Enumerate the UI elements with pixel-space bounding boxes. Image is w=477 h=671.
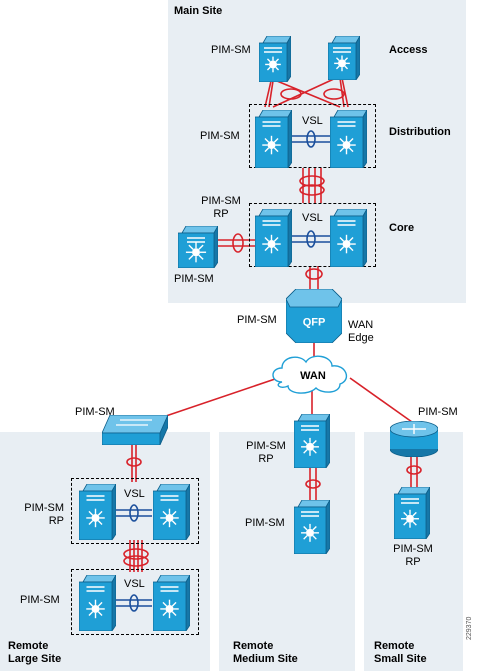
large-dist-vss-box	[71, 478, 199, 544]
small-bottom-pim-line1: PIM-SM	[393, 543, 433, 555]
core-vss-box	[249, 203, 376, 267]
workgroup-switch-icon	[101, 414, 169, 446]
large-dist-pim-line2: RP	[48, 515, 64, 527]
figure-id: 229370	[466, 616, 473, 640]
small-bottom-pim-line2: RP	[405, 556, 421, 568]
vsl-label-dist: VSL	[302, 115, 323, 127]
large-dist-pim-line1: PIM-SM	[24, 502, 64, 514]
large-access-switch-right	[152, 573, 191, 636]
large-site-pim-label: PIM-SM	[75, 406, 115, 418]
remote-medium-site-zone	[219, 432, 355, 671]
svg-text:QFP: QFP	[303, 317, 326, 329]
distribution-pim-label: PIM-SM	[200, 130, 240, 142]
small-router	[389, 420, 439, 462]
small-bottom-pim-label: PIM-SM RP	[389, 543, 437, 569]
vsl-label-core: VSL	[302, 212, 323, 224]
access-switch-right	[327, 34, 361, 85]
remote-medium-site-title: Remote Medium Site	[233, 640, 298, 666]
large-access-vss-box	[71, 569, 199, 635]
remote-large-site-title: Remote Large Site	[8, 640, 61, 666]
multilayer-switch-icon	[293, 498, 331, 556]
multilayer-switch-icon	[152, 482, 191, 542]
wan-edge-line2: Edge	[348, 332, 374, 344]
access-pim-label: PIM-SM	[211, 44, 251, 56]
remote-medium-line1: Remote	[233, 640, 274, 652]
multilayer-switch-icon	[254, 207, 293, 269]
small-switch	[393, 485, 431, 544]
medium-bottom-pim-label: PIM-SM	[245, 517, 285, 529]
wan-cloud: WAN	[270, 354, 356, 401]
multilayer-switch-icon	[177, 224, 219, 270]
multilayer-switch-icon	[78, 482, 117, 542]
vsl-label-large-dist: VSL	[124, 488, 145, 500]
core-switch-left	[254, 207, 293, 272]
distribution-vss-box	[249, 104, 376, 168]
multilayer-switch-icon	[329, 207, 368, 269]
remote-small-site-zone	[364, 432, 463, 671]
medium-top-pim-label: PIM-SM RP	[243, 440, 289, 466]
medium-top-pim-line2: RP	[258, 453, 274, 465]
core-pim-label: PIM-SM RP	[199, 195, 243, 221]
wan-edge-pim-label: PIM-SM	[237, 314, 277, 326]
multilayer-switch-icon	[152, 573, 191, 633]
large-dist-pim-label: PIM-SM RP	[18, 502, 64, 528]
multilayer-switch-icon	[329, 108, 368, 170]
router-icon	[389, 420, 439, 458]
large-access-switch-left	[78, 573, 117, 636]
remote-large-line2: Large Site	[8, 653, 62, 665]
multilayer-switch-icon	[327, 34, 361, 82]
medium-top-pim-line1: PIM-SM	[246, 440, 286, 452]
remote-large-site-zone	[0, 432, 210, 671]
remote-small-line1: Remote	[374, 640, 415, 652]
multilayer-switch-icon	[78, 573, 117, 633]
main-site-title: Main Site	[174, 5, 223, 17]
large-dist-switch-left	[78, 482, 117, 545]
distribution-layer-label: Distribution	[389, 126, 451, 138]
access-layer-label: Access	[389, 44, 428, 56]
wan-edge-label: WAN Edge	[348, 319, 374, 345]
multilayer-switch-icon	[254, 108, 293, 170]
core-side-pim-label: PIM-SM	[174, 273, 214, 285]
remote-large-line1: Remote	[8, 640, 49, 652]
large-access-pim-label: PIM-SM	[20, 594, 60, 606]
vsl-label-large-access: VSL	[124, 578, 145, 590]
qfp-router-icon: QFP	[285, 288, 343, 344]
small-site-pim-label: PIM-SM	[418, 406, 458, 418]
wan-cloud-icon: WAN	[272, 355, 348, 394]
core-side-switch	[177, 224, 219, 273]
medium-bottom-switch	[293, 498, 331, 559]
remote-medium-line2: Medium Site	[233, 653, 298, 665]
remote-small-site-title: Remote Small Site	[374, 640, 427, 666]
dist-switch-left	[254, 108, 293, 173]
large-site-wan-switch	[101, 414, 169, 450]
core-layer-label: Core	[389, 222, 415, 234]
large-dist-switch-right	[152, 482, 191, 545]
remote-small-line2: Small Site	[374, 653, 427, 665]
access-switch-left	[258, 34, 292, 87]
wan-edge-line1: WAN	[348, 319, 374, 331]
core-switch-right	[329, 207, 368, 272]
multilayer-switch-icon	[258, 34, 292, 84]
multilayer-switch-icon	[293, 412, 331, 470]
medium-top-switch	[293, 412, 331, 473]
dist-switch-right	[329, 108, 368, 173]
core-pim-line2: RP	[213, 208, 229, 220]
wan-cloud-label: WAN	[300, 370, 326, 382]
multilayer-switch-icon	[393, 485, 431, 541]
core-pim-line1: PIM-SM	[201, 195, 241, 207]
wan-edge-router: QFP	[285, 288, 343, 348]
